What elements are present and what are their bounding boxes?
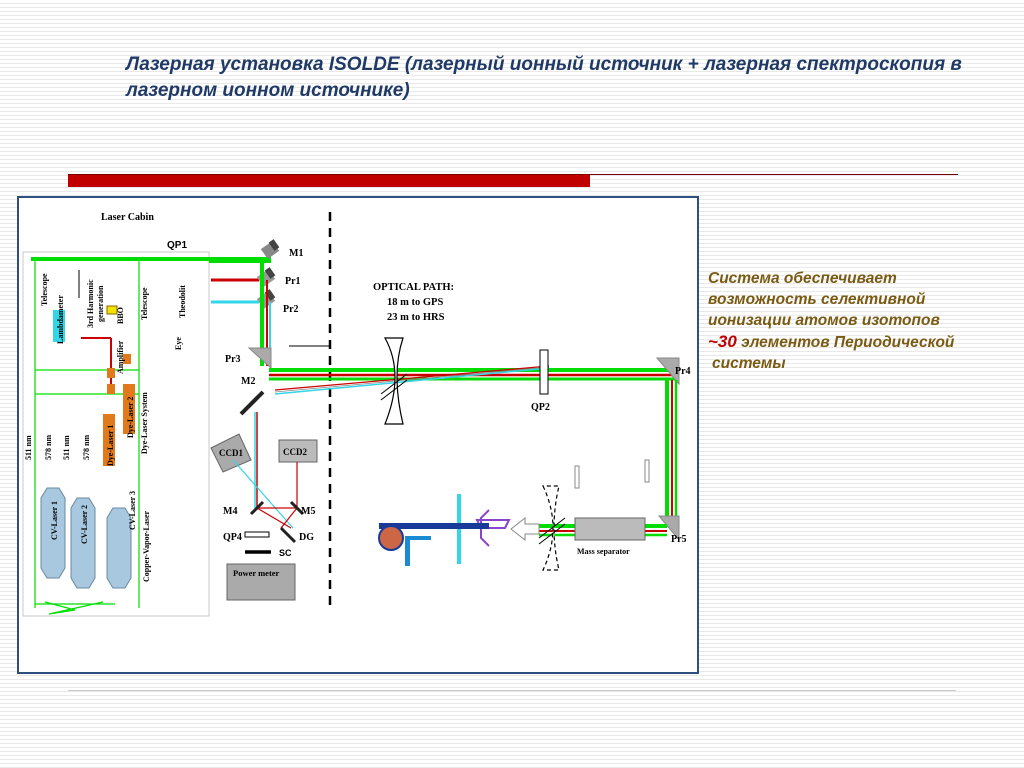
pr1-label: Pr1 [285,276,301,287]
beam-return-cyan [274,367,550,395]
separator-slit-right [644,459,650,483]
title-accent-bar [68,175,590,187]
optical-path-title: OPTICAL PATH: [373,282,454,293]
wavelength-511-a: 511 nm [24,435,33,460]
diag-beam-red-dg [256,507,292,529]
cv-laser-2-tube [70,497,96,589]
mirror-m5 [289,500,305,516]
lambdameter-block [53,310,65,342]
lambdameter-label: Lambdameter [56,295,65,344]
mass-separator-block [574,517,646,541]
quartz-plate-qp4 [244,531,270,538]
lens-optical-path [383,337,404,425]
dye-laser-system-label: Dye-Laser System [140,392,149,454]
ccd1-camera [210,433,252,473]
slide-title: Лазерная установка ISOLDE (лазерный ионн… [126,54,962,101]
amplifier-block-2 [107,384,115,394]
power-meter-box [226,563,296,601]
m2-label: M2 [241,376,255,387]
prism-pr5 [657,515,680,542]
laser-setup-diagram: Laser Cabin QP1 M1 Pr1 Pr2 Pr3 [17,196,699,674]
eye-label: Eye [174,337,183,350]
diag-beam-cyan-ccd1 [232,459,294,529]
wavelength-511-b: 511 nm [62,435,71,460]
optical-path-gps: 18 m to GPS [387,297,443,308]
m5-label: M5 [301,506,315,517]
laser-cabin-label: Laser Cabin [101,212,154,223]
harmonic-label: 3rd Harmonic [86,279,95,328]
beam-return-red [274,365,550,391]
amplifier-block-3 [123,354,131,364]
amplifier-label: Amplifier [116,340,125,374]
lens-mass-separator [542,485,560,571]
lens2-cut-2 [538,523,566,545]
sc-label: SC [279,548,292,558]
side-note-line-4: ~30 элементов Периодической [708,331,1018,353]
ion-source-support [405,538,410,566]
mirror-m4 [249,500,265,516]
lens2-cut-1 [538,517,566,539]
cv-laser-2-label: CV-Laser 2 [80,505,89,544]
cv-laser-1-label: CV-Laser 1 [50,501,59,540]
laser-cabin-box [22,251,210,617]
mirror-m2 [239,390,265,416]
pr3-label: Pr3 [225,354,241,365]
dye-laser-2-block [123,384,135,434]
cv-laser-3-label: CV-Laser 3 [128,491,137,530]
diag-beam-red-dg-2 [280,507,298,529]
pr4-label: Pr4 [675,366,691,377]
theodolit-label: Theodolit [178,285,187,318]
mirror-m1 [260,239,280,259]
side-note-line-2: возможность селективной [708,291,926,308]
wavelength-578-b: 578 nm [82,435,91,460]
cv-laser-3-tube [106,507,132,589]
ccd2-label: CCD2 [283,447,307,457]
dg-label: DG [299,532,314,543]
separator-slit-left [574,465,580,489]
telescope-right-label: Telescope [140,287,149,320]
footer-divider-line [68,690,956,691]
optical-path-hrs: 23 m to HRS [387,312,445,323]
side-note-line-5: системы [712,355,786,372]
title-divider-line [68,174,958,175]
dye-laser-1-label: Dye-Laser 1 [106,425,115,466]
side-note-line-3: ионизации атомов изотопов [708,312,940,329]
cv-laser-1-tube [40,487,66,579]
amplifier-block-1 [107,368,115,378]
pr2-label: Pr2 [283,304,299,315]
copper-vapor-label: Copper-Vapor-Laser [142,510,151,582]
ccd1-label: CCD1 [219,448,243,458]
lens-cut-1 [380,373,408,395]
qp4-label: QP4 [223,532,242,543]
qp2-label: QP2 [531,402,550,413]
m4-label: M4 [223,506,237,517]
cabin-beam-zigzag [44,601,104,615]
dye-laser-1-block [103,414,115,466]
prism-pr4 [655,357,680,386]
side-note-line-1: Система обеспечивает [708,270,897,287]
diffraction-grating-dg [279,526,297,544]
lens-cut-2 [380,379,408,401]
generation-label: generation [96,285,105,322]
dye-laser-2-label: Dye-Laser 2 [126,397,135,438]
ion-beam-arrow-icon [510,516,540,542]
bbo-crystal [106,305,118,315]
elements-count: ~30 [708,332,737,351]
side-note-line-4-rest: элементов Периодической [736,334,955,351]
telescope-left-label: Telescope [40,273,49,306]
side-note: Система обеспечивает возможность селекти… [708,268,1018,374]
m1-label: M1 [289,248,303,259]
wavelength-578-a: 578 nm [44,435,53,460]
bbo-label: BBO [116,307,125,324]
prism-pr3 [247,347,272,370]
power-meter-label: Power meter [233,568,280,578]
beam-return-gray [274,366,550,393]
quartz-plate-qp2 [539,349,549,395]
ion-source-oven-icon [378,525,404,551]
qp1-label: QP1 [167,240,187,251]
ccd2-camera [278,439,318,463]
pr5-label: Pr5 [671,534,687,545]
diagram-canvas: Laser Cabin QP1 M1 Pr1 Pr2 Pr3 [22,212,691,617]
mass-separator-label: Mass separator [577,547,630,556]
